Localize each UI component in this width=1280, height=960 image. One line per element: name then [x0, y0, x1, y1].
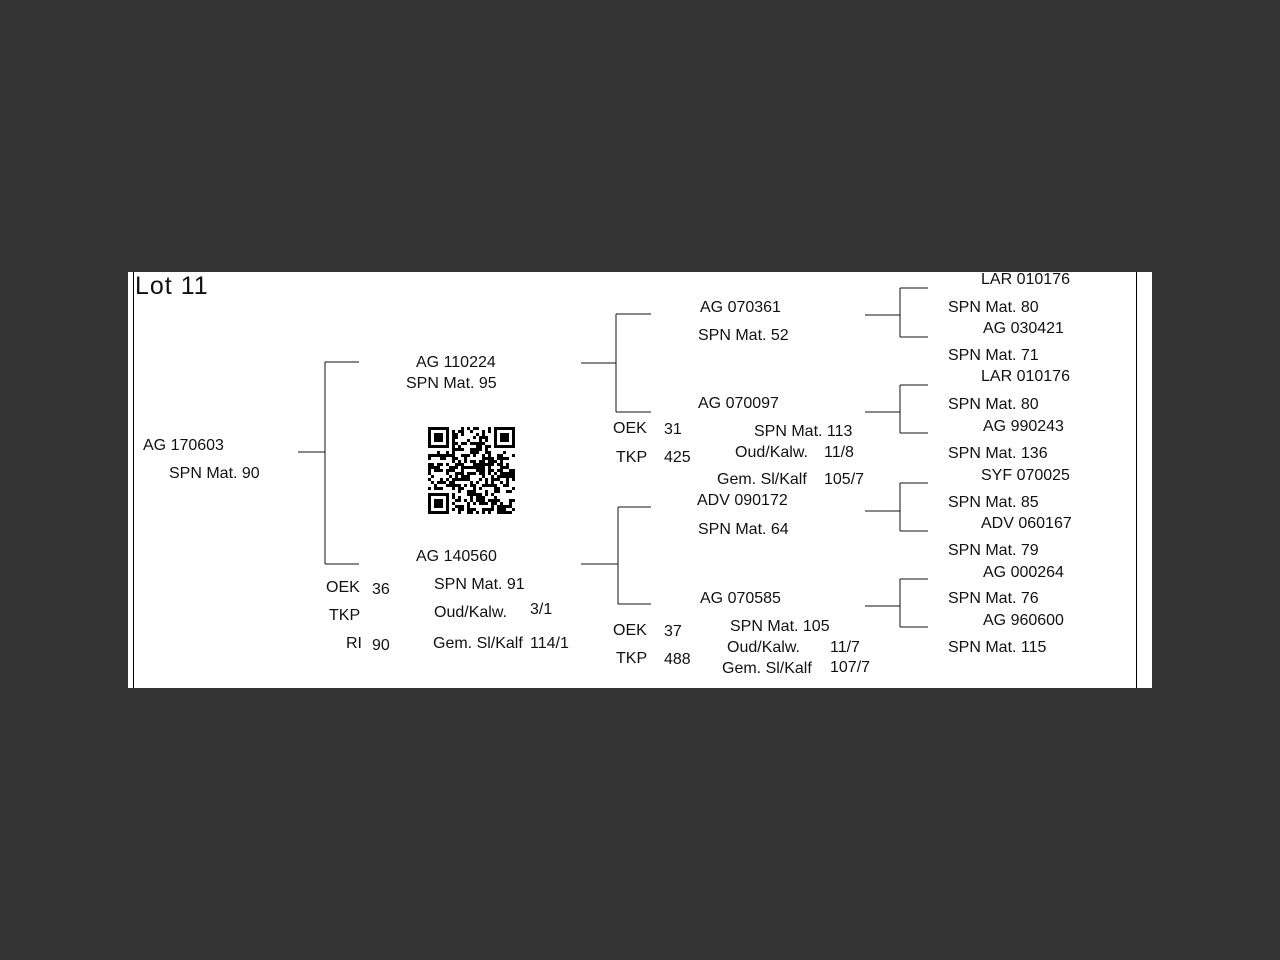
- sd-oud-label: Oud/Kalw.: [735, 444, 808, 461]
- sds-spn: SPN Mat. 80: [948, 396, 1039, 413]
- animal-spn: SPN Mat. 90: [169, 465, 260, 482]
- dsd-spn: SPN Mat. 79: [948, 542, 1039, 559]
- sd-oud-value: 11/8: [824, 444, 854, 461]
- sd-id: AG 070097: [698, 395, 779, 412]
- dd-gem-label: Gem. Sl/Kalf: [722, 660, 812, 677]
- dam-tkp-label: TKP: [329, 607, 361, 624]
- lot-title: Lot 11: [135, 272, 209, 300]
- dam-oud-label: Oud/Kalw.: [434, 604, 507, 621]
- sd-gem-value: 105/7: [824, 471, 865, 488]
- sdd-id: AG 990243: [983, 418, 1064, 435]
- dam-ri-value: 90: [372, 637, 390, 654]
- dd-oek-label: OEK: [613, 622, 647, 639]
- ssd-id: AG 030421: [983, 320, 1064, 337]
- sd-oek-label: OEK: [613, 420, 647, 437]
- dam-oek-value: 36: [372, 581, 390, 598]
- ssd-spn: SPN Mat. 71: [948, 347, 1039, 364]
- dd-gem-value: 107/7: [830, 659, 871, 676]
- sds-id: LAR 010176: [981, 368, 1070, 385]
- sire-spn: SPN Mat. 95: [406, 375, 497, 392]
- left-border: [133, 272, 134, 688]
- dam-oek-label: OEK: [326, 579, 360, 596]
- ddd-id: AG 960600: [983, 612, 1064, 629]
- dss-spn: SPN Mat. 85: [948, 494, 1039, 511]
- dam-oud-value: 3/1: [530, 601, 553, 618]
- dam-id: AG 140560: [416, 548, 497, 565]
- sd-oek-value: 31: [664, 421, 682, 438]
- animal-id: AG 170603: [143, 437, 224, 454]
- dss-id: SYF 070025: [981, 467, 1070, 484]
- dd-oek-value: 37: [664, 623, 682, 640]
- dd-tkp-label: TKP: [616, 650, 648, 667]
- qr-code: [428, 427, 515, 514]
- sd-tkp-value: 425: [664, 449, 691, 466]
- dd-id: AG 070585: [700, 590, 781, 607]
- dd-oud-value: 11/7: [830, 639, 860, 656]
- right-border: [1136, 272, 1137, 688]
- dd-tkp-value: 488: [664, 651, 691, 668]
- sd-spn: SPN Mat. 113: [754, 423, 853, 440]
- dam-spn: SPN Mat. 91: [434, 576, 525, 593]
- sss-spn: SPN Mat. 80: [948, 299, 1039, 316]
- sss-id: LAR 010176: [981, 272, 1070, 288]
- dsd-id: ADV 060167: [981, 515, 1072, 532]
- pedigree-lines: [298, 287, 928, 628]
- sdd-spn: SPN Mat. 136: [948, 445, 1048, 462]
- sire-id: AG 110224: [416, 354, 496, 371]
- pedigree-sheet: Lot 11 AG 170603 SPN Mat. 90 AG 110224 S…: [128, 272, 1152, 688]
- sd-tkp-label: TKP: [616, 449, 648, 466]
- ss-spn: SPN Mat. 52: [698, 327, 789, 344]
- dds-spn: SPN Mat. 76: [948, 590, 1039, 607]
- dam-gem-label: Gem. Sl/Kalf: [433, 635, 523, 652]
- dd-oud-label: Oud/Kalw.: [727, 639, 800, 656]
- ddd-spn: SPN Mat. 115: [948, 639, 1047, 656]
- dam-ri-label: RI: [346, 635, 362, 652]
- dds-id: AG 000264: [983, 564, 1064, 581]
- ds-id: ADV 090172: [697, 492, 788, 509]
- dam-gem-value: 114/1: [530, 635, 569, 652]
- ss-id: AG 070361: [700, 299, 781, 316]
- sd-gem-label: Gem. Sl/Kalf: [717, 471, 807, 488]
- ds-spn: SPN Mat. 64: [698, 521, 789, 538]
- dd-spn: SPN Mat. 105: [730, 618, 830, 635]
